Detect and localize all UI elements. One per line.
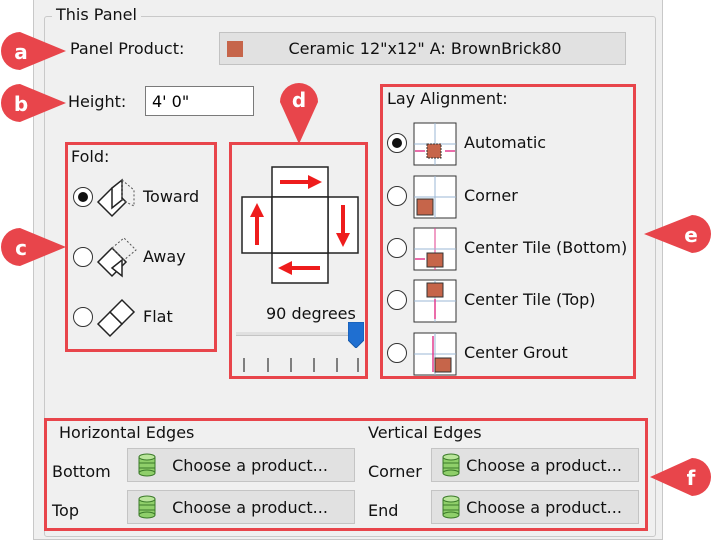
lay-alignment-label: Lay Alignment: xyxy=(387,89,508,108)
rotation-degrees-label: 90 degrees xyxy=(266,304,356,323)
align-corner-radio[interactable] xyxy=(387,186,407,206)
rotation-highlight-box xyxy=(229,142,368,379)
callout-e-marker xyxy=(644,215,711,253)
callout-d-marker xyxy=(280,83,318,144)
corner-edge-choose-button[interactable]: Choose a product... xyxy=(431,448,639,482)
rotation-slider-track[interactable] xyxy=(236,332,364,336)
callout-a-marker xyxy=(1,32,66,70)
product-cylinder-icon xyxy=(442,495,460,519)
top-edge-button-label: Choose a product... xyxy=(172,497,328,517)
top-edge-choose-button[interactable]: Choose a product... xyxy=(127,490,355,524)
panel-product-value: Ceramic 12"x12" A: BrownBrick80 xyxy=(288,39,562,58)
bottom-edge-choose-button[interactable]: Choose a product... xyxy=(127,448,355,482)
align-center-grout-radio[interactable] xyxy=(387,343,407,363)
align-corner-label: Corner xyxy=(464,186,518,205)
align-center-tile-top-label: Center Tile (Top) xyxy=(464,290,596,309)
fold-away-radio[interactable] xyxy=(73,247,93,267)
end-edge-choose-button[interactable]: Choose a product... xyxy=(431,490,639,524)
align-center-tile-bottom-radio[interactable] xyxy=(387,238,407,258)
align-center-grout-label: Center Grout xyxy=(464,343,568,362)
align-automatic-label: Automatic xyxy=(464,133,547,152)
product-cylinder-icon xyxy=(442,453,460,477)
fold-toward-radio[interactable] xyxy=(73,187,93,207)
group-title: This Panel xyxy=(52,5,141,24)
slider-ticks xyxy=(243,358,359,372)
fold-highlight-box xyxy=(65,142,217,352)
panel-product-label: Panel Product: xyxy=(70,39,185,58)
vertical-edges-label: Vertical Edges xyxy=(368,423,482,442)
end-edge-label: End xyxy=(368,501,399,520)
callout-b-marker xyxy=(1,84,66,122)
edges-highlight-box xyxy=(44,418,648,531)
callout-d-letter: d xyxy=(291,88,307,112)
lay-alignment-highlight-box xyxy=(380,84,636,379)
corner-edge-label: Corner xyxy=(368,462,422,481)
height-input[interactable] xyxy=(145,86,254,116)
callout-f-letter: f xyxy=(686,466,696,490)
fold-away-label: Away xyxy=(143,247,186,266)
product-cylinder-icon xyxy=(138,495,156,519)
align-center-tile-bottom-icon xyxy=(413,227,457,271)
height-label: Height: xyxy=(68,92,127,111)
align-center-tile-top-icon xyxy=(413,279,457,323)
rotation-slider-thumb[interactable] xyxy=(348,322,364,348)
fold-toward-label: Toward xyxy=(143,187,200,206)
callout-a-letter: a xyxy=(14,40,28,64)
corner-edge-button-label: Choose a product... xyxy=(466,455,622,475)
fold-flat-icon xyxy=(96,298,136,338)
fold-away-icon xyxy=(96,237,137,278)
horizontal-edges-label: Horizontal Edges xyxy=(59,423,195,442)
end-edge-button-label: Choose a product... xyxy=(466,497,622,517)
align-center-tile-bottom-label: Center Tile (Bottom) xyxy=(464,238,628,257)
fold-toward-icon xyxy=(96,178,135,218)
callout-e-letter: e xyxy=(684,223,698,247)
top-edge-label: Top xyxy=(52,501,79,520)
this-panel-group xyxy=(44,16,656,537)
panel-product-button[interactable]: Ceramic 12"x12" A: BrownBrick80 xyxy=(219,32,626,65)
align-automatic-radio[interactable] xyxy=(387,133,407,153)
align-center-grout-icon xyxy=(413,332,457,376)
callout-f-marker xyxy=(650,458,711,496)
callout-b-letter: b xyxy=(13,92,29,116)
align-corner-icon xyxy=(413,175,457,219)
bottom-edge-label: Bottom xyxy=(52,462,111,481)
align-automatic-icon xyxy=(413,122,457,166)
fold-label: Fold: xyxy=(71,147,110,166)
fold-flat-radio[interactable] xyxy=(73,307,93,327)
product-cylinder-icon xyxy=(138,453,156,477)
rotate-direction-icon[interactable] xyxy=(240,165,360,285)
callout-c-marker xyxy=(1,228,66,266)
bottom-edge-button-label: Choose a product... xyxy=(172,455,328,475)
callout-c-letter: c xyxy=(15,236,27,260)
fold-flat-label: Flat xyxy=(143,307,173,326)
product-swatch xyxy=(227,40,243,57)
align-center-tile-top-radio[interactable] xyxy=(387,290,407,310)
